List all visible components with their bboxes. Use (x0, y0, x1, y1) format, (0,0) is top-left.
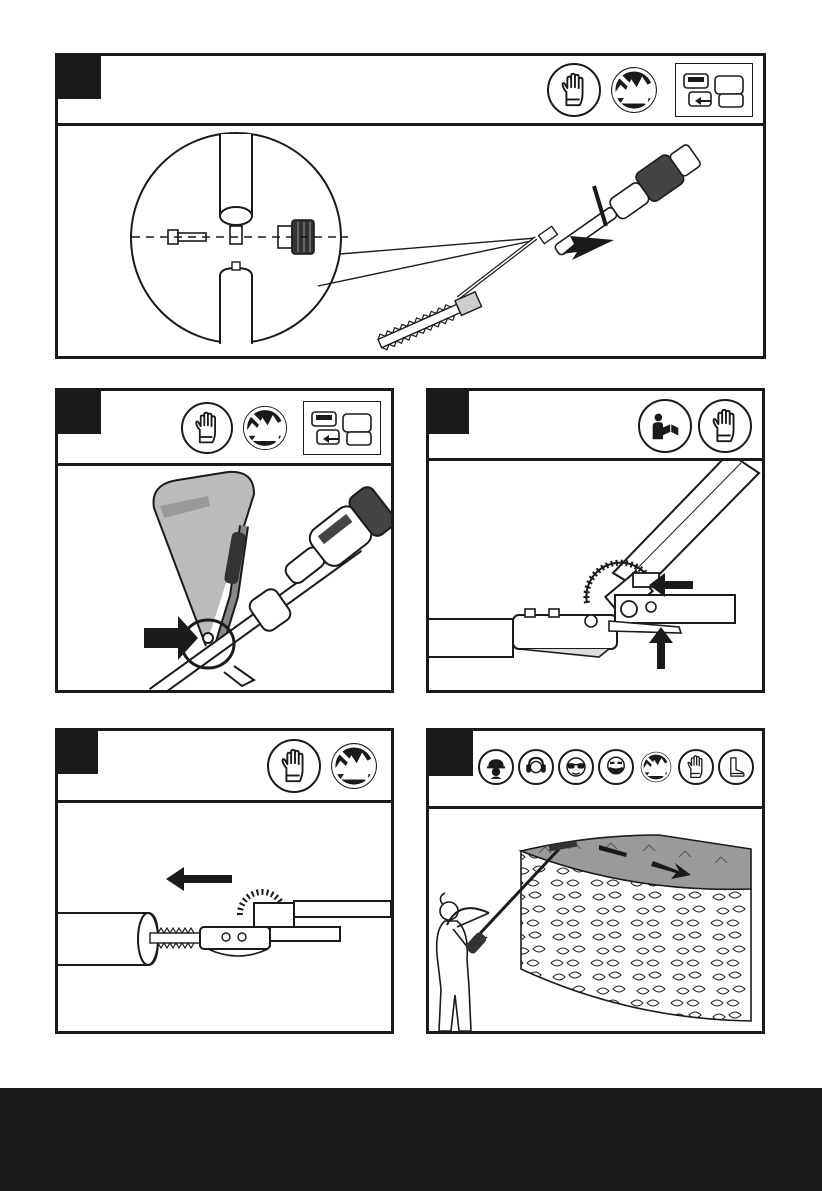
step-number-box (58, 391, 101, 434)
safety-icons (638, 399, 752, 453)
panel-adjust-angle (426, 388, 765, 693)
step-number-box (429, 391, 469, 434)
ear-protection-icon (518, 749, 554, 785)
illustration-shoulder-strap (58, 466, 391, 690)
gloves-icon (181, 402, 233, 454)
no-hand-on-blade-icon (607, 63, 661, 117)
remove-battery-icon (675, 63, 753, 117)
panel-operation (426, 728, 765, 1034)
no-hand-on-blade-icon (638, 749, 674, 785)
gloves-icon (678, 749, 714, 785)
gloves-icon (547, 63, 601, 117)
hard-hat-icon (478, 749, 514, 785)
safety-icons (181, 401, 381, 455)
illustration-adjust-angle (429, 461, 762, 690)
panel-header (429, 391, 762, 461)
gloves-icon (267, 739, 321, 793)
panel-shoulder-strap (55, 388, 394, 693)
read-manual-icon (638, 399, 692, 453)
safety-boots-icon (718, 749, 754, 785)
gloves-icon (698, 399, 752, 453)
illustration-blade-cover (58, 803, 391, 1031)
panel-attach-attachment (55, 53, 766, 359)
panel-header (58, 391, 391, 466)
panel-header (429, 731, 762, 809)
safety-icons (547, 63, 753, 117)
safety-icons (267, 739, 381, 793)
step-number-box (429, 731, 473, 776)
remove-battery-icon (303, 401, 381, 455)
no-hand-on-blade-icon (327, 739, 381, 793)
dust-mask-icon (598, 749, 634, 785)
panel-blade-cover (55, 728, 394, 1034)
step-number-box (58, 731, 98, 774)
panel-header (58, 56, 763, 126)
safety-icons (478, 749, 754, 785)
no-hand-on-blade-icon (239, 402, 291, 454)
illustration-operation (429, 809, 762, 1031)
safety-glasses-icon (558, 749, 594, 785)
illustration-attach-attachment (58, 126, 763, 356)
panel-header (58, 731, 391, 803)
footer-bar (0, 1088, 822, 1191)
step-number-box (58, 56, 101, 99)
